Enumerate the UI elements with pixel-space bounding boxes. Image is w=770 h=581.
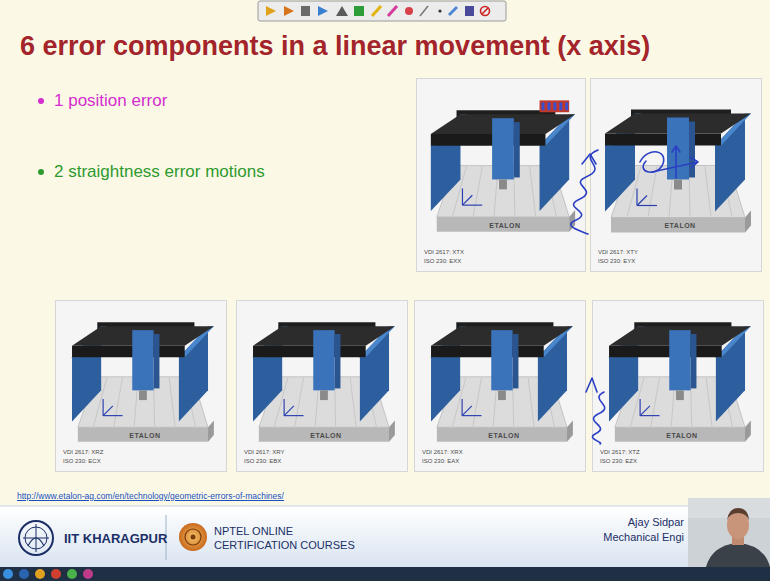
gantry-machine bbox=[591, 79, 761, 271]
error-code-label: VDI 2617: XTZ bbox=[600, 449, 640, 456]
brand-label: ETALON bbox=[664, 222, 695, 229]
nptel-logo bbox=[179, 523, 207, 551]
bullet-text: 2 straightness error motions bbox=[54, 161, 265, 182]
bullet-text: 1 position error bbox=[54, 90, 167, 111]
error-code-label: VDI 2617: XTY bbox=[598, 249, 638, 256]
gantry-machine bbox=[417, 79, 585, 271]
error-code-label: ISO 230: EYX bbox=[598, 258, 635, 265]
error-code-label: ISO 230: EZX bbox=[600, 458, 637, 465]
brand-label: ETALON bbox=[488, 432, 519, 439]
error-code-label: VDI 2617: XTX bbox=[424, 249, 464, 256]
gantry-machine bbox=[237, 301, 407, 471]
machine-panel: VDI 2617: XTX ISO 230: EXX ETALON bbox=[416, 78, 586, 272]
machine-panel: VDI 2617: XTZ ISO 230: EZX ETALON bbox=[592, 300, 764, 472]
machine-panel: VDI 2617: XRX ISO 230: EAX ETALON bbox=[414, 300, 586, 472]
machine-panel: VDI 2617: XRY ISO 230: EBX ETALON bbox=[236, 300, 408, 472]
brand-label: ETALON bbox=[129, 432, 160, 439]
source-url: http://www.etalon-ag.com/en/technology/g… bbox=[17, 491, 284, 502]
machine-panel: VDI 2617: XRZ ISO 230: ECX ETALON bbox=[55, 300, 227, 472]
brand-label: ETALON bbox=[489, 222, 520, 229]
slide-title: 6 error components in a linear movement … bbox=[20, 30, 650, 62]
brand-label: ETALON bbox=[666, 432, 697, 439]
presenter-video bbox=[688, 498, 770, 567]
presenter-name: Ajay Sidpar bbox=[628, 516, 684, 530]
institute-name: IIT KHARAGPUR bbox=[64, 531, 167, 547]
gantry-machine bbox=[56, 301, 226, 471]
error-code-label: VDI 2617: XRY bbox=[244, 449, 285, 456]
brand-label: ETALON bbox=[310, 432, 341, 439]
error-code-label: VDI 2617: XRX bbox=[422, 449, 463, 456]
error-code-label: ISO 230: EXX bbox=[424, 258, 461, 265]
error-code-label: ISO 230: EBX bbox=[244, 458, 281, 465]
taskbar-icons bbox=[3, 569, 93, 579]
presenter-department: Mechanical Engi bbox=[603, 531, 684, 545]
bullet-dot bbox=[38, 169, 44, 175]
course-name: NPTEL ONLINE CERTIFICATION COURSES bbox=[214, 525, 364, 553]
iit-logo bbox=[19, 521, 53, 555]
gantry-machine bbox=[415, 301, 585, 471]
error-code-label: ISO 230: ECX bbox=[63, 458, 101, 465]
error-code-label: VDI 2617: XRZ bbox=[63, 449, 103, 456]
toolbar-icons bbox=[266, 6, 490, 16]
gantry-machine bbox=[593, 301, 763, 471]
bullet-dot bbox=[38, 98, 44, 104]
error-code-label: ISO 230: EAX bbox=[422, 458, 459, 465]
machine-panel: VDI 2617: XTY ISO 230: EYX ETALON bbox=[590, 78, 762, 272]
